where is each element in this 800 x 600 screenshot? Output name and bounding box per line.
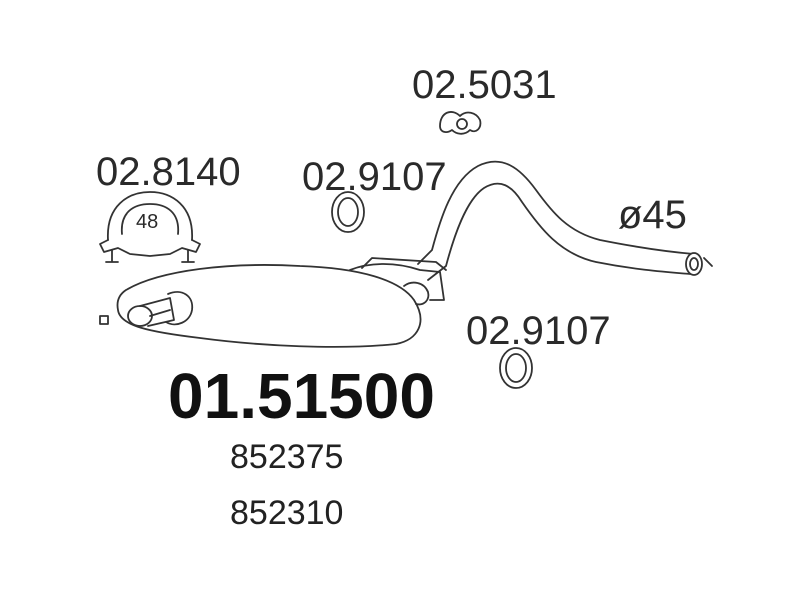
clamp-size: 48 (136, 211, 158, 233)
gasket-upper-icon (331, 191, 365, 233)
rubber-bracket-icon (439, 111, 482, 135)
ref-number-2: 852310 (230, 494, 343, 532)
main-part-number: 01.51500 (168, 360, 435, 432)
inlet-marker-icon (99, 315, 109, 325)
label-bracket-top: 02.5031 (412, 63, 557, 107)
ref-number-1: 852375 (230, 438, 343, 476)
label-gasket-upper: 02.9107 (302, 155, 447, 199)
label-gasket-lower: 02.9107 (466, 309, 611, 353)
clamp-icon: 48 (99, 191, 201, 263)
gasket-lower-icon (499, 347, 533, 389)
muffler-icon (116, 257, 447, 348)
label-clamp: 02.8140 (96, 150, 241, 194)
tail-pipe-icon (417, 160, 713, 281)
label-pipe-diameter: ø45 (618, 193, 687, 237)
